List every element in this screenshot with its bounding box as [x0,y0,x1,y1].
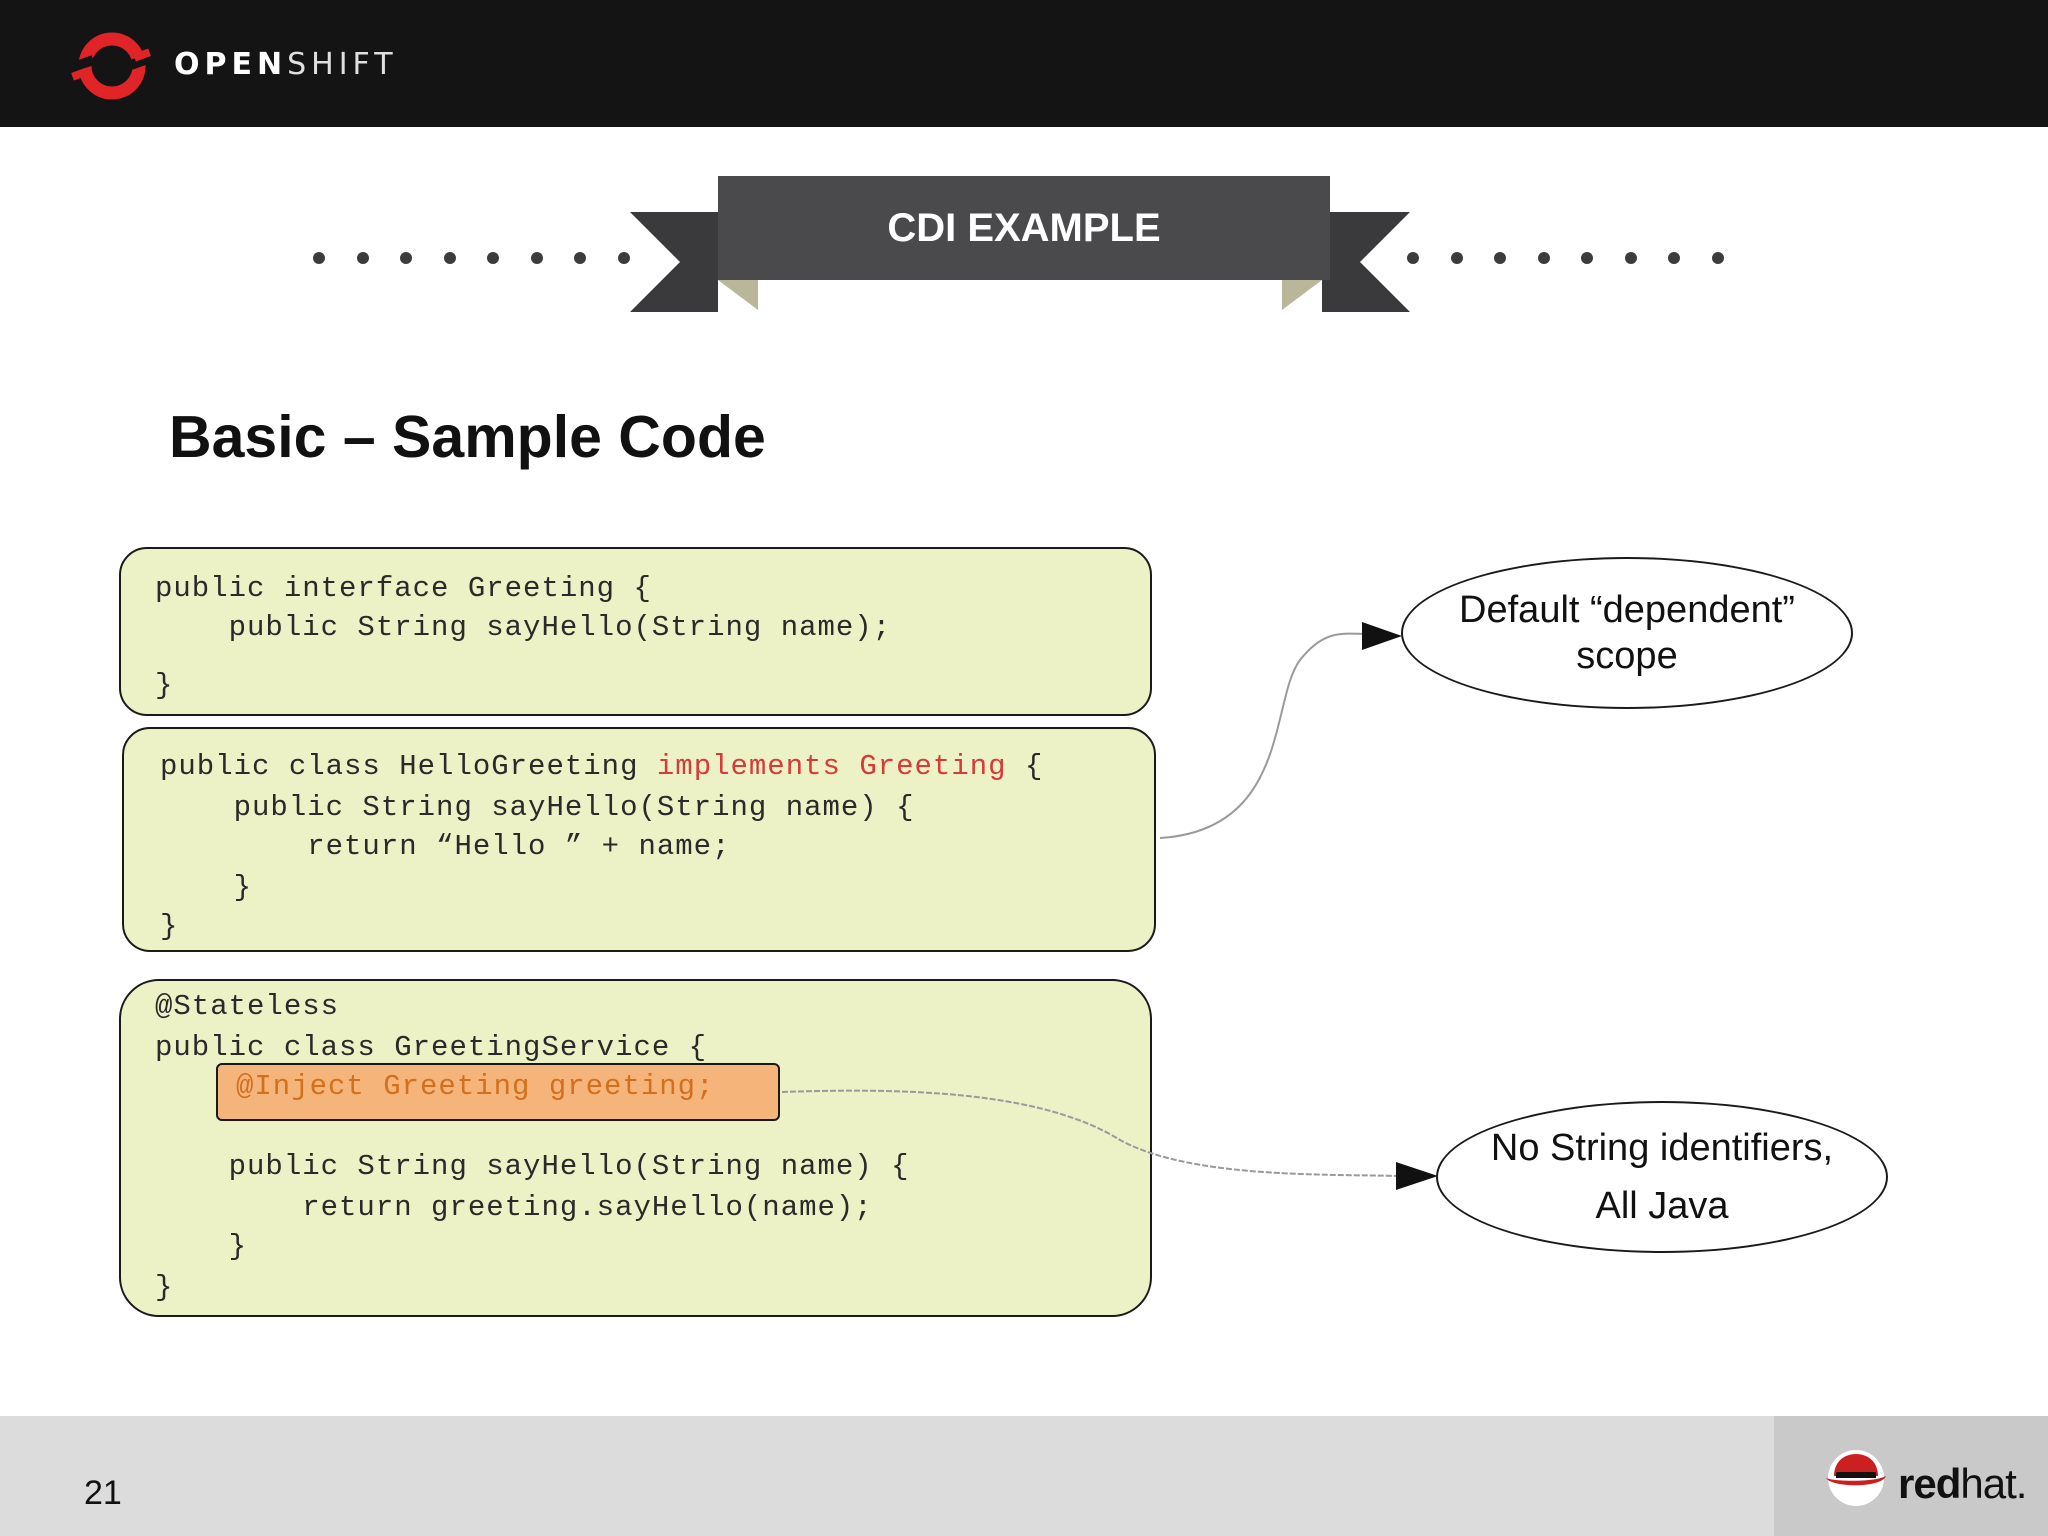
code-line: public String sayHello(String name); [155,611,892,644]
code-line: public class GreetingService { [155,1031,708,1064]
brand-wordmark: OPENSHIFT [174,47,398,82]
code-line: } [155,1271,174,1304]
dots-left [313,246,630,270]
inject-highlight [216,1063,780,1121]
callout-all-java: No String identifiers, All Java [1436,1101,1888,1253]
code-line: public class HelloGreeting implements Gr… [160,750,1044,783]
banner-title: CDI EXAMPLE [887,205,1161,250]
callout-dependent-scope: Default “dependent” scope [1401,557,1853,709]
footer-logo-panel [1774,1416,2048,1536]
slide-heading: Basic – Sample Code [169,404,766,470]
implements-keyword: implements Greeting [656,750,1007,783]
code-line: public String sayHello(String name) { [155,1150,910,1183]
code-box-interface [119,547,1152,716]
code-line: return “Hello ” + name; [160,830,731,863]
code-line: return greeting.sayHello(name); [155,1191,873,1224]
code-line: public interface Greeting { [155,572,652,605]
code-box-implementation [122,727,1156,952]
code-line: } [155,669,174,702]
code-line: } [160,871,253,904]
title-ribbon [630,176,1410,312]
redhat-wordmark: redhat. [1898,1460,2027,1507]
footer-bar [0,1416,2048,1536]
openshift-logo-icon [70,32,154,100]
code-line: } [160,910,179,943]
code-line: } [155,1230,248,1263]
code-box-service [119,979,1152,1317]
inject-line: @Inject Greeting greeting; [236,1070,715,1103]
code-line: @Stateless [155,990,340,1023]
redhat-shadowman-icon [1826,1450,1886,1506]
dots-right [1407,246,1724,270]
top-bar: OPENSHIFT [0,0,2048,127]
page-number: 21 [84,1474,122,1512]
code-line: public String sayHello(String name) { [160,791,915,824]
